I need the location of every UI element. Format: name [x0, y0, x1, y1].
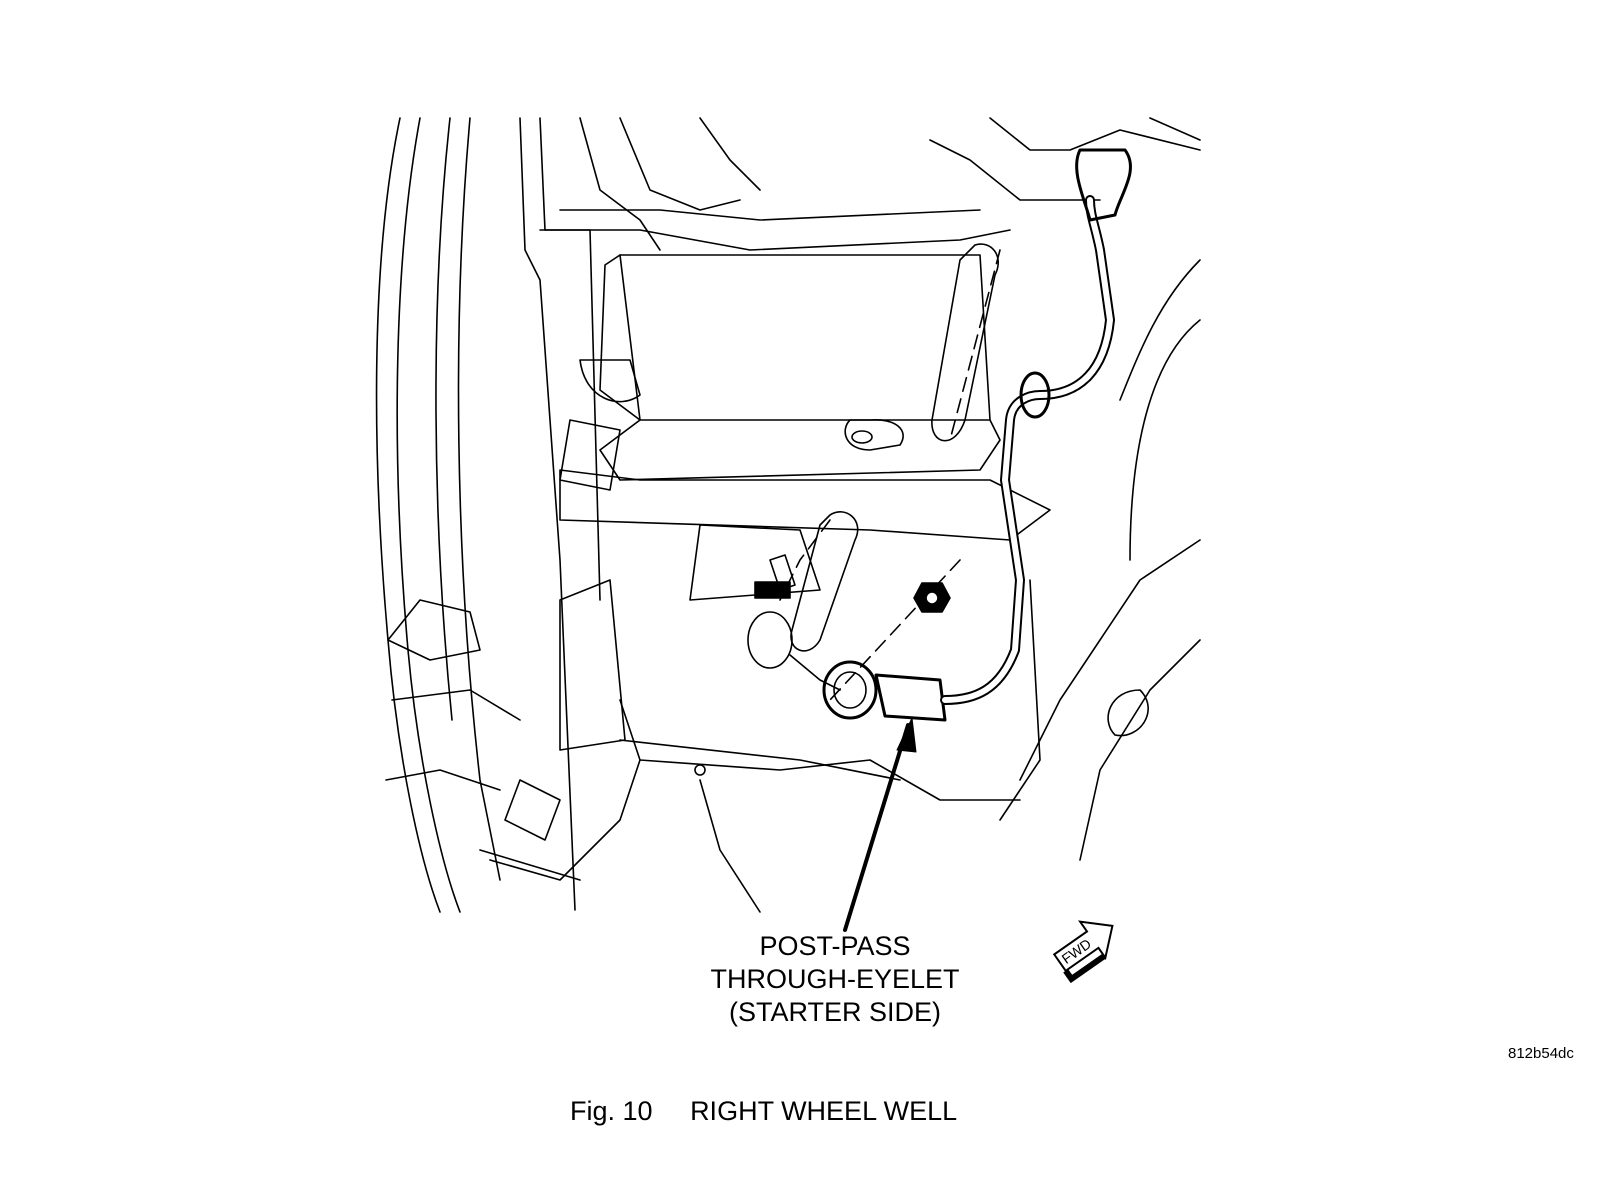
drawing-code: 812b54dc: [1508, 1045, 1574, 1062]
callout-line-3: (STARTER SIDE): [728, 997, 942, 1027]
component-callout: POST-PASS THROUGH-EYELET (STARTER SIDE): [660, 930, 1010, 1029]
callout-line-2: THROUGH-EYELET: [710, 964, 960, 994]
mounting-nut: [913, 582, 951, 613]
terminal-cap: [747, 611, 793, 669]
cable-boot: [1075, 148, 1132, 222]
battery-cable: [940, 195, 1115, 705]
figure-number: Fig. 10: [570, 1096, 653, 1126]
callout-line-1: POST-PASS: [759, 931, 911, 961]
figure-caption: Fig. 10 RIGHT WHEEL WELL: [570, 1096, 957, 1127]
callout-leader-line: [843, 723, 910, 932]
battery-tray-box: [619, 254, 991, 421]
fender-arch-inner: [396, 117, 461, 913]
cable-terminal-eyelet: [822, 660, 947, 722]
forward-arrow-icon: FWD: [1052, 920, 1114, 984]
pillar-left: [519, 117, 576, 911]
fender-arch-outer: [375, 117, 441, 913]
figure-title: RIGHT WHEEL WELL: [690, 1096, 958, 1126]
callout-arrowhead: [896, 717, 917, 753]
mounting-bolt: [754, 554, 796, 599]
alignment-line-upper: [949, 249, 1001, 441]
